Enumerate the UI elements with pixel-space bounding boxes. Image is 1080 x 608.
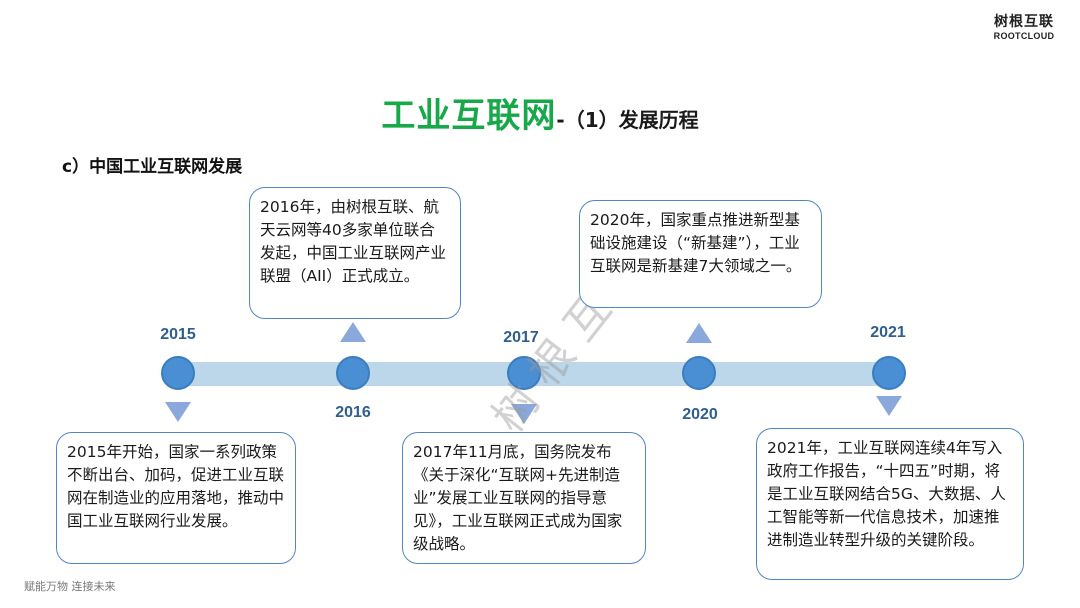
footer-slogan: 赋能万物 连接未来 — [24, 580, 116, 593]
year-label-2016: 2016 — [335, 404, 371, 421]
event-box-2017: 2017年11月底，国务院发布《关于深化“互联网+先进制造业”发展工业互联网的指… — [402, 432, 646, 564]
year-label-2020: 2020 — [682, 406, 718, 423]
arrow-down-icon-2017 — [511, 404, 537, 424]
arrow-down-icon-2015 — [165, 402, 191, 422]
year-label-2015: 2015 — [160, 326, 196, 343]
timeline-node-2021 — [872, 356, 906, 390]
event-box-2021: 2021年，工业互联网连续4年写入政府工作报告，“十四五”时期，将是工业互联网结… — [756, 428, 1024, 580]
title-main: 工业互联网 — [381, 96, 557, 136]
timeline-node-2016 — [336, 356, 370, 390]
year-label-2017: 2017 — [503, 329, 539, 346]
event-box-2020: 2020年，国家重点推进新型基础设施建设（“新基建”），工业互联网是新基建7大领… — [579, 200, 822, 308]
title-sub: -（1）发展历程 — [556, 108, 699, 132]
arrow-down-icon-2021 — [876, 396, 902, 416]
event-box-2016: 2016年，由树根互联、航天云网等40多家单位联合发起，中国工业互联网产业联盟（… — [249, 187, 461, 319]
arrow-up-icon-2016 — [340, 322, 366, 342]
section-heading: c）中国工业互联网发展 — [62, 157, 243, 177]
brand-logo: 树根互联 ROOTCLOUD — [984, 14, 1064, 42]
timeline-node-2020 — [682, 356, 716, 390]
event-box-2015: 2015年开始，国家一系列政策不断出台、加码，促进工业互联网在制造业的应用落地，… — [56, 432, 296, 564]
brand-name-cn: 树根互联 — [994, 14, 1054, 30]
timeline-node-2015 — [161, 356, 195, 390]
year-label-2021: 2021 — [870, 324, 906, 341]
brand-name-en: ROOTCLOUD — [993, 31, 1055, 41]
timeline-node-2017 — [507, 356, 541, 390]
page-title: 工业互联网-（1）发展历程 — [0, 88, 1080, 137]
arrow-up-icon-2020 — [686, 323, 712, 343]
